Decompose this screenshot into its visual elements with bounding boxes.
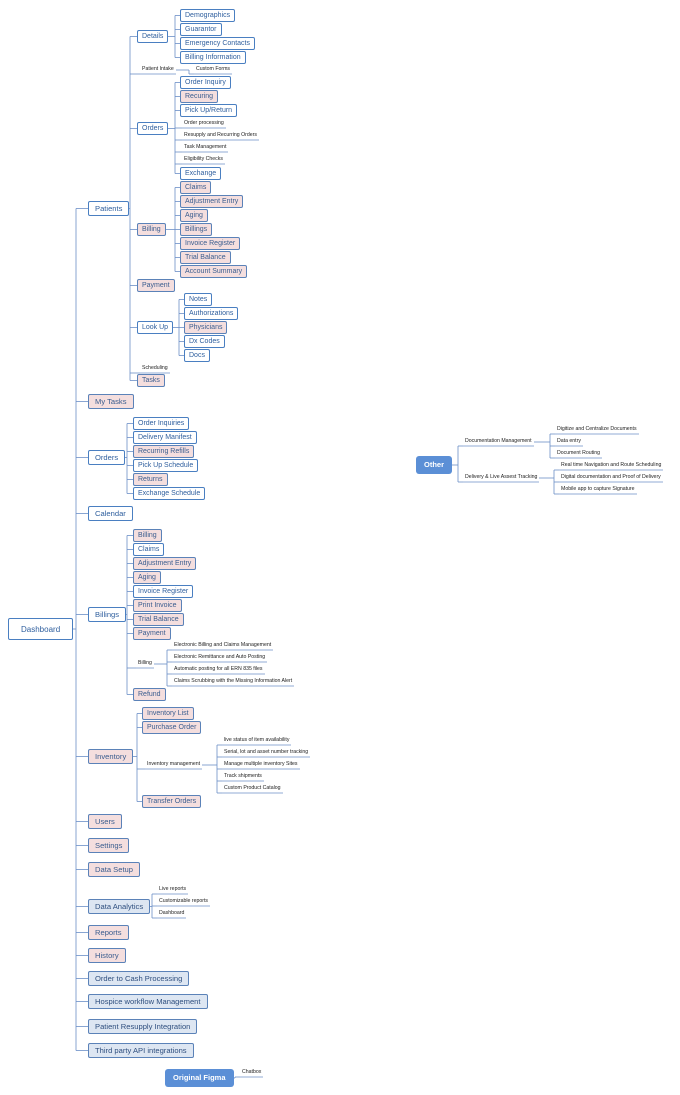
inv-mgmt-multiple-sites[interactable]: Manage multiple inventory Sites [224,761,298,767]
billings-trial-balance[interactable]: Trial Balance [133,613,184,626]
node-lookup[interactable]: Look Up [137,321,174,334]
node-hospice-workflow[interactable]: Hospice workflow Management [88,994,208,1009]
delivery-digital-documentation[interactable]: Digital documentation and Proof of Deliv… [561,474,661,480]
billing-adjustment-entry[interactable]: Adjustment Entry [180,195,244,208]
node-other[interactable]: Other [416,456,453,474]
node-users[interactable]: Users [88,814,122,829]
inv-mgmt-live-status[interactable]: live status of item availability [224,737,290,743]
inv-mgmt-serial-tracking[interactable]: Serial, lot and asset number tracking [224,749,309,755]
billings-adjustment-entry[interactable]: Adjustment Entry [133,557,197,570]
node-inventory[interactable]: Inventory [88,749,134,764]
node-history[interactable]: History [88,948,126,963]
orders-eligibility-checks[interactable]: Eligibility Checks [184,156,223,162]
inventory-transfer-orders[interactable]: Transfer Orders [142,795,202,808]
billing-aging[interactable]: Aging [180,209,208,222]
doc-mgmt-data-entry[interactable]: Data entry [557,438,581,444]
orders-order-processing[interactable]: Order processing [184,120,224,126]
orders-returns[interactable]: Returns [133,473,168,486]
lookup-authorizations[interactable]: Authorizations [184,307,239,320]
billing-group-claims-scrubbing[interactable]: Claims Scrubbing with the Missing Inform… [174,678,293,684]
orders-order-inquiry[interactable]: Order Inquiry [180,76,231,89]
node-patients[interactable]: Patients [88,201,130,216]
node-data-setup[interactable]: Data Setup [88,862,140,877]
billing-trial-balance[interactable]: Trial Balance [180,251,231,264]
inv-mgmt-track-shipments[interactable]: Track shipments [224,773,262,779]
billings-payment[interactable]: Payment [133,627,171,640]
node-order-to-cash[interactable]: Order to Cash Processing [88,971,190,986]
delivery-real-time-navigation[interactable]: Real time Navigation and Route Schedulin… [561,462,662,468]
node-third-party-api[interactable]: Third party API integrations [88,1043,194,1058]
node-details[interactable]: Details [137,30,169,43]
details-emergency-contacts[interactable]: Emergency Contacts [180,37,255,50]
billing-group-electronic-billing[interactable]: Electronic Billing and Claims Management [174,642,272,648]
billing-claims[interactable]: Claims [180,181,212,194]
node-my-tasks[interactable]: My Tasks [88,394,134,409]
node-patient-orders[interactable]: Orders [137,122,169,135]
lookup-physicians[interactable]: Physicians [184,321,228,334]
billing-group-automatic-posting[interactable]: Automatic posting for all ERN 835 files [174,666,263,672]
orders-exchange[interactable]: Exchange [180,167,222,180]
analytics-dashboard[interactable]: Dashboard [159,910,185,916]
details-guarantor[interactable]: Guarantor [180,23,222,36]
figma-chatbox[interactable]: Chatbox [242,1069,262,1075]
lookup-dx-codes[interactable]: Dx Codes [184,335,225,348]
orders-recuring[interactable]: Recuring [180,90,219,103]
billing-invoice-register[interactable]: Invoice Register [180,237,241,250]
node-orders[interactable]: Orders [88,450,126,465]
analytics-customizable-reports[interactable]: Customizable reports [159,898,209,904]
lookup-notes[interactable]: Notes [184,293,213,306]
node-patient-intake[interactable]: Patient Intake [142,66,174,72]
billings-print-invoice[interactable]: Print Invoice [133,599,182,612]
node-scheduling[interactable]: Scheduling [142,365,168,371]
analytics-live-reports[interactable]: Live reports [159,886,187,892]
node-patient-billing[interactable]: Billing [137,223,166,236]
orders-order-inquiries[interactable]: Order Inquiries [133,417,190,430]
billings-refund[interactable]: Refund [133,688,166,701]
node-tasks[interactable]: Tasks [137,374,165,387]
inv-mgmt-custom-catalog[interactable]: Custom Product Catalog [224,785,281,791]
orders-pickup-return[interactable]: Pick Up/Return [180,104,238,117]
node-settings[interactable]: Settings [88,838,130,853]
node-resupply-integration[interactable]: Patient Resupply Integration [88,1019,198,1034]
orders-pickup-schedule[interactable]: Pick Up Schedule [133,459,199,472]
other-documentation-management[interactable]: Documentation Management [465,438,532,444]
billings-billing[interactable]: Billing [133,529,162,542]
doc-mgmt-digitize[interactable]: Digitize and Centralize Documents [557,426,637,432]
root-dashboard[interactable]: Dashboard [8,618,74,640]
billings-aging[interactable]: Aging [133,571,161,584]
inventory-management[interactable]: Inventory management [147,761,201,767]
intake-custom-forms[interactable]: Custom Forms [196,66,231,72]
node-reports[interactable]: Reports [88,925,129,940]
node-patient-payment[interactable]: Payment [137,279,175,292]
billings-billing-group[interactable]: Billing [138,660,152,666]
billings-invoice-register[interactable]: Invoice Register [133,585,194,598]
orders-delivery-manifest[interactable]: Delivery Manifest [133,431,197,444]
inventory-purchase-order[interactable]: Purchase Order [142,721,202,734]
node-billings[interactable]: Billings [88,607,127,622]
details-demographics[interactable]: Demographics [180,9,236,22]
node-original-figma[interactable]: Original Figma [165,1069,234,1087]
delivery-mobile-app[interactable]: Mobile app to capture Signature [561,486,635,492]
billing-billings[interactable]: Billings [180,223,213,236]
node-calendar[interactable]: Calendar [88,506,133,521]
inventory-list[interactable]: Inventory List [142,707,194,720]
doc-mgmt-routing[interactable]: Document Routing [557,450,600,456]
orders-recurring-refills[interactable]: Recurring Refills [133,445,195,458]
details-billing-information[interactable]: Billing Information [180,51,246,64]
orders-resupply-recurring[interactable]: Resupply and Recurring Orders [184,132,257,138]
lookup-docs[interactable]: Docs [184,349,210,362]
billings-claims[interactable]: Claims [133,543,165,556]
other-delivery-tracking[interactable]: Delivery & Live Assest Tracking [465,474,538,480]
billing-account-summary[interactable]: Account Summary [180,265,248,278]
orders-exchange-schedule[interactable]: Exchange Schedule [133,487,206,500]
billing-group-electronic-remittance[interactable]: Electronic Remittance and Auto Posting [174,654,266,660]
orders-task-management[interactable]: Task Management [184,144,227,150]
node-data-analytics[interactable]: Data Analytics [88,899,151,914]
